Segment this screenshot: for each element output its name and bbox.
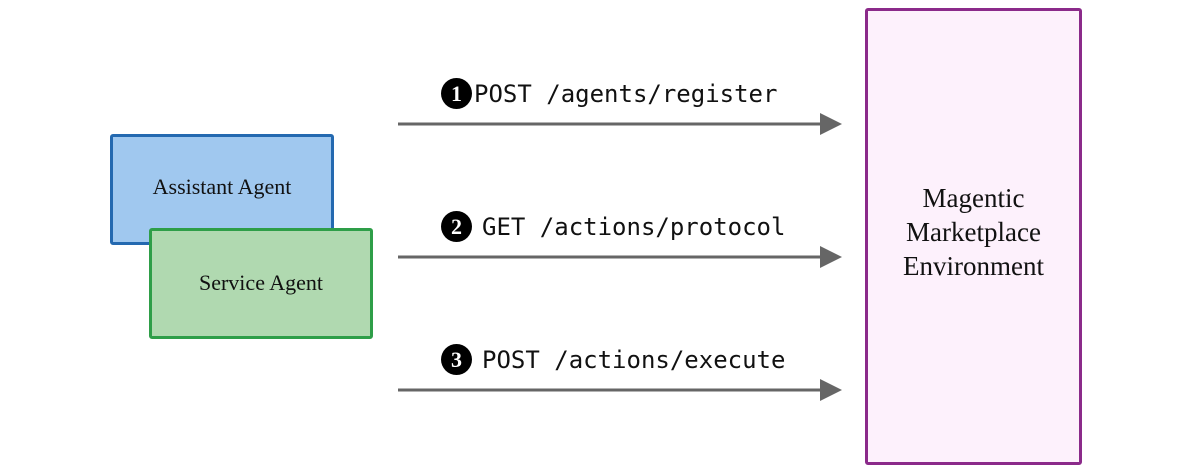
assistant-agent-label: Assistant Agent [152,173,292,199]
step-1-number-badge: 1 [441,78,472,109]
arrow-step-3 [398,379,842,401]
step-3-label: 3 POST /actions/execute [441,344,785,375]
step-1-label: 1 POST /agents/register [441,78,777,109]
marketplace-environment-box: Magentic Marketplace Environment [865,8,1082,465]
environment-label-line-2: Marketplace [906,216,1041,247]
service-agent-label: Service Agent [198,269,324,295]
assistant-agent-box: Assistant Agent [110,134,334,245]
step-2-number-badge: 2 [441,211,472,242]
arrow-step-2 [398,246,842,268]
environment-label-line-1: Magentic [922,182,1025,213]
step-1-request: POST /agents/register [474,79,778,108]
environment-label-line-3: Environment [903,250,1044,281]
service-agent-box: Service Agent [149,228,373,339]
step-3-request: POST /actions/execute [482,345,786,374]
step-3-number-badge: 3 [441,344,472,375]
arrow-step-1 [398,113,842,135]
step-2-label: 2 GET /actions/protocol [441,211,785,242]
step-2-request: GET /actions/protocol [482,212,786,241]
